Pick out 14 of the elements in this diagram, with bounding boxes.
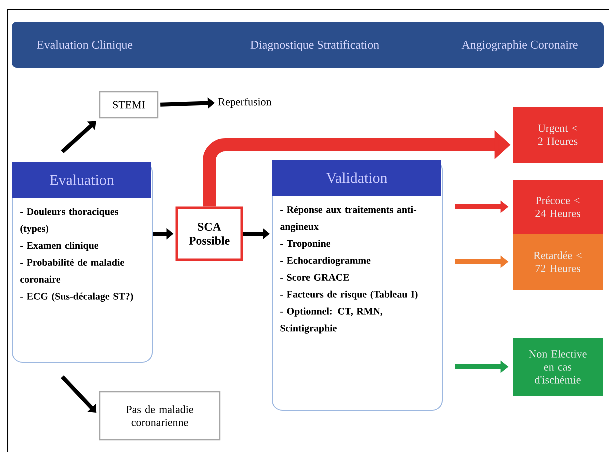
step-panel: Validation - Réponse aux traitements anti-angineux - Troponine - Echocardiogramme - Score GRACE - Facteurs de risque (Tableau I) - Optionnel: CT, RMN, Scintigraphie bbox=[272, 160, 443, 411]
priority-box: Urgent < 2 Heures bbox=[513, 107, 603, 163]
outcome-text: Reperfusion bbox=[218, 98, 272, 108]
arrow bbox=[61, 121, 96, 154]
decision-box: SCA Possible bbox=[176, 206, 244, 262]
priority-box: Retardée < 72 Heures bbox=[513, 234, 603, 290]
priority-box: Précoce < 24 Heures bbox=[513, 180, 603, 234]
text-box: STEMI bbox=[99, 91, 159, 119]
header-text: Angiographie Coronaire bbox=[462, 40, 578, 52]
header-text: Diagnostique Stratification bbox=[250, 40, 380, 52]
header-text: Evaluation Clinique bbox=[37, 40, 133, 52]
text-box: Pas de maladie coronarienne bbox=[99, 391, 221, 441]
priority-box: Non Elective en cas d'ischémie bbox=[513, 338, 603, 396]
step-panel: Evaluation - Douleurs thoraciques (types) - Examen clinique - Probabilité de maladie coronaire - ECG (Sus-décalage ST?) bbox=[12, 162, 153, 363]
